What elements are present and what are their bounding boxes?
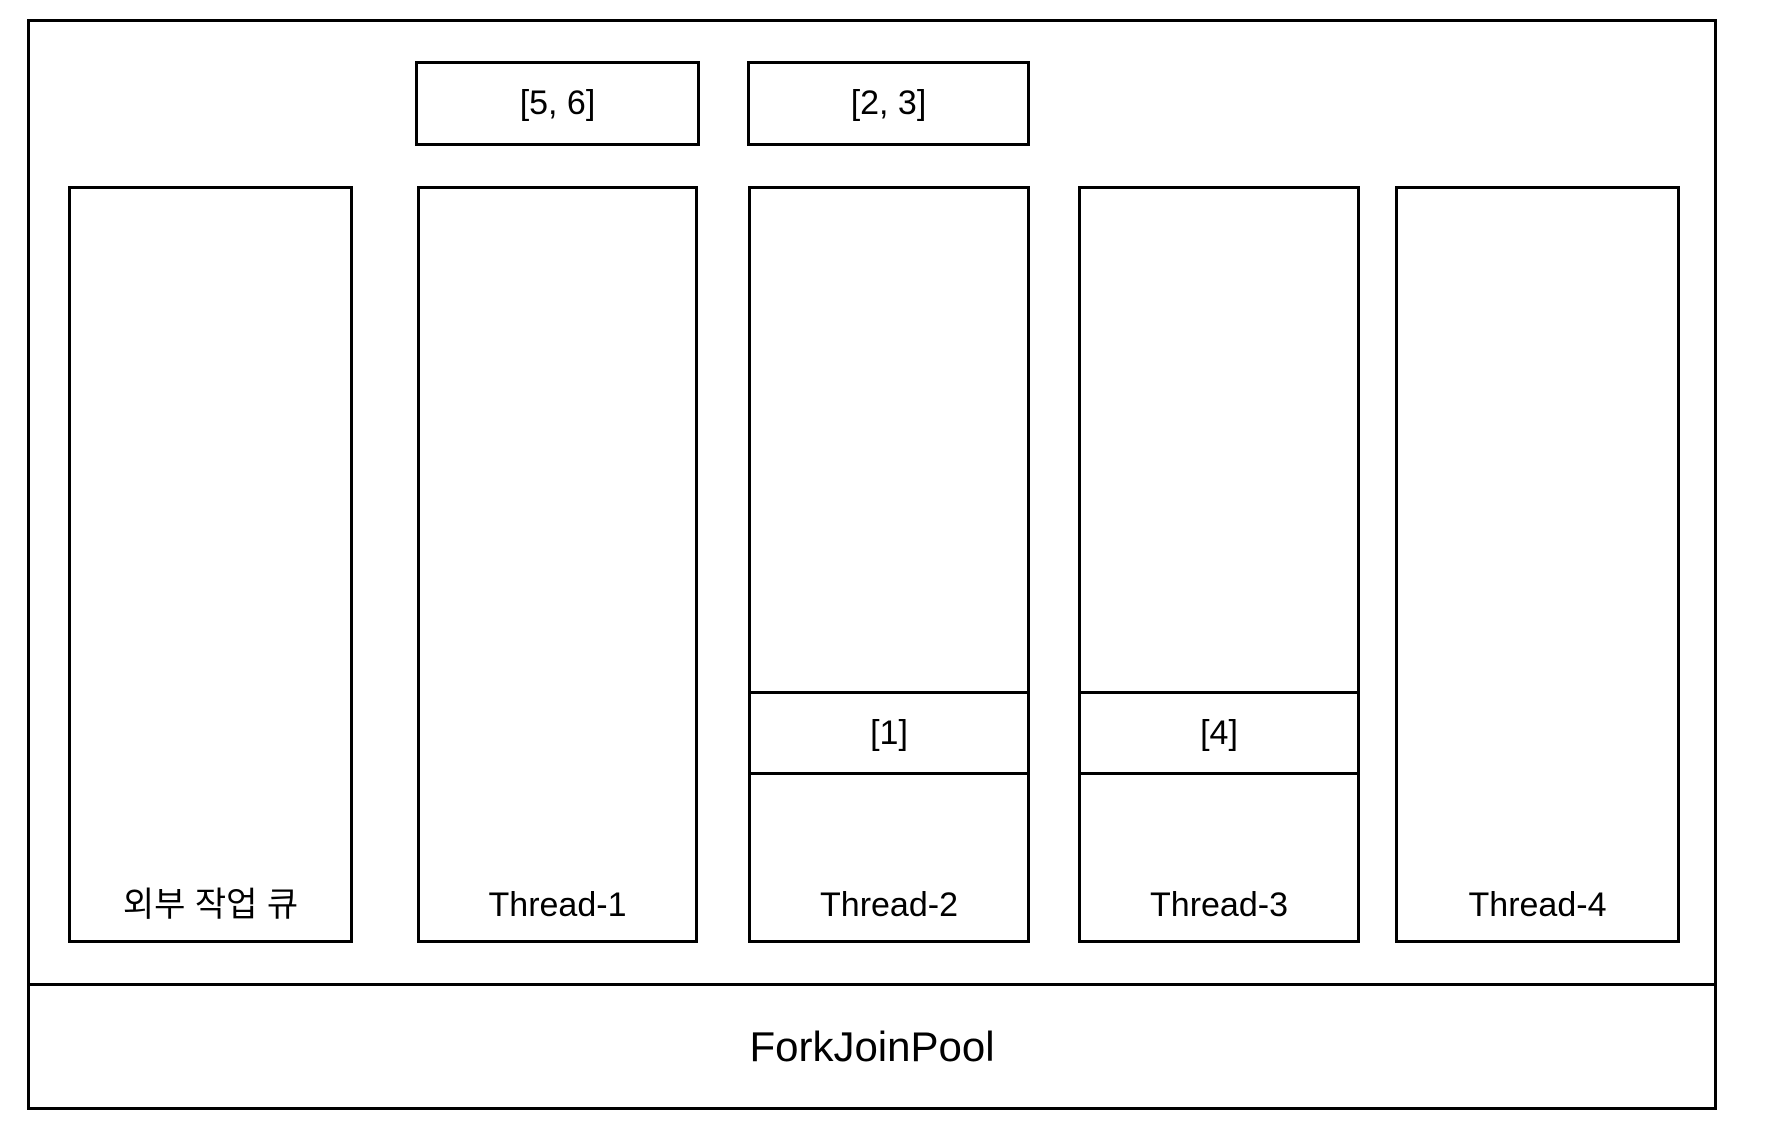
thread-2-label: Thread-2: [820, 886, 958, 925]
pending-task-label: [2, 3]: [850, 84, 927, 122]
pending-task-label: [5, 6]: [519, 84, 596, 122]
thread-2-task-cell: [1]: [751, 691, 1027, 775]
thread-2-column: [1] Thread-2: [748, 186, 1030, 943]
pending-task-box-23: [2, 3]: [747, 61, 1030, 146]
external-queue-column: 외부 작업 큐: [68, 186, 353, 943]
thread-4-label: Thread-4: [1468, 886, 1607, 925]
pending-task-box-56: [5, 6]: [415, 61, 700, 146]
thread-3-task-cell: [4]: [1081, 691, 1357, 775]
thread-1-label: Thread-1: [488, 886, 627, 925]
thread-3-label: Thread-3: [1150, 886, 1288, 925]
thread-1-column: Thread-1: [417, 186, 698, 943]
forkjoinpool-strip: ForkJoinPool: [27, 983, 1717, 1110]
forkjoinpool-title: ForkJoinPool: [749, 1022, 995, 1070]
task-cell-label: [4]: [1200, 713, 1238, 752]
thread-3-column: [4] Thread-3: [1078, 186, 1360, 943]
task-cell-label: [1]: [870, 713, 908, 752]
external-queue-label: 외부 작업 큐: [122, 886, 299, 925]
thread-4-column: Thread-4: [1395, 186, 1680, 943]
